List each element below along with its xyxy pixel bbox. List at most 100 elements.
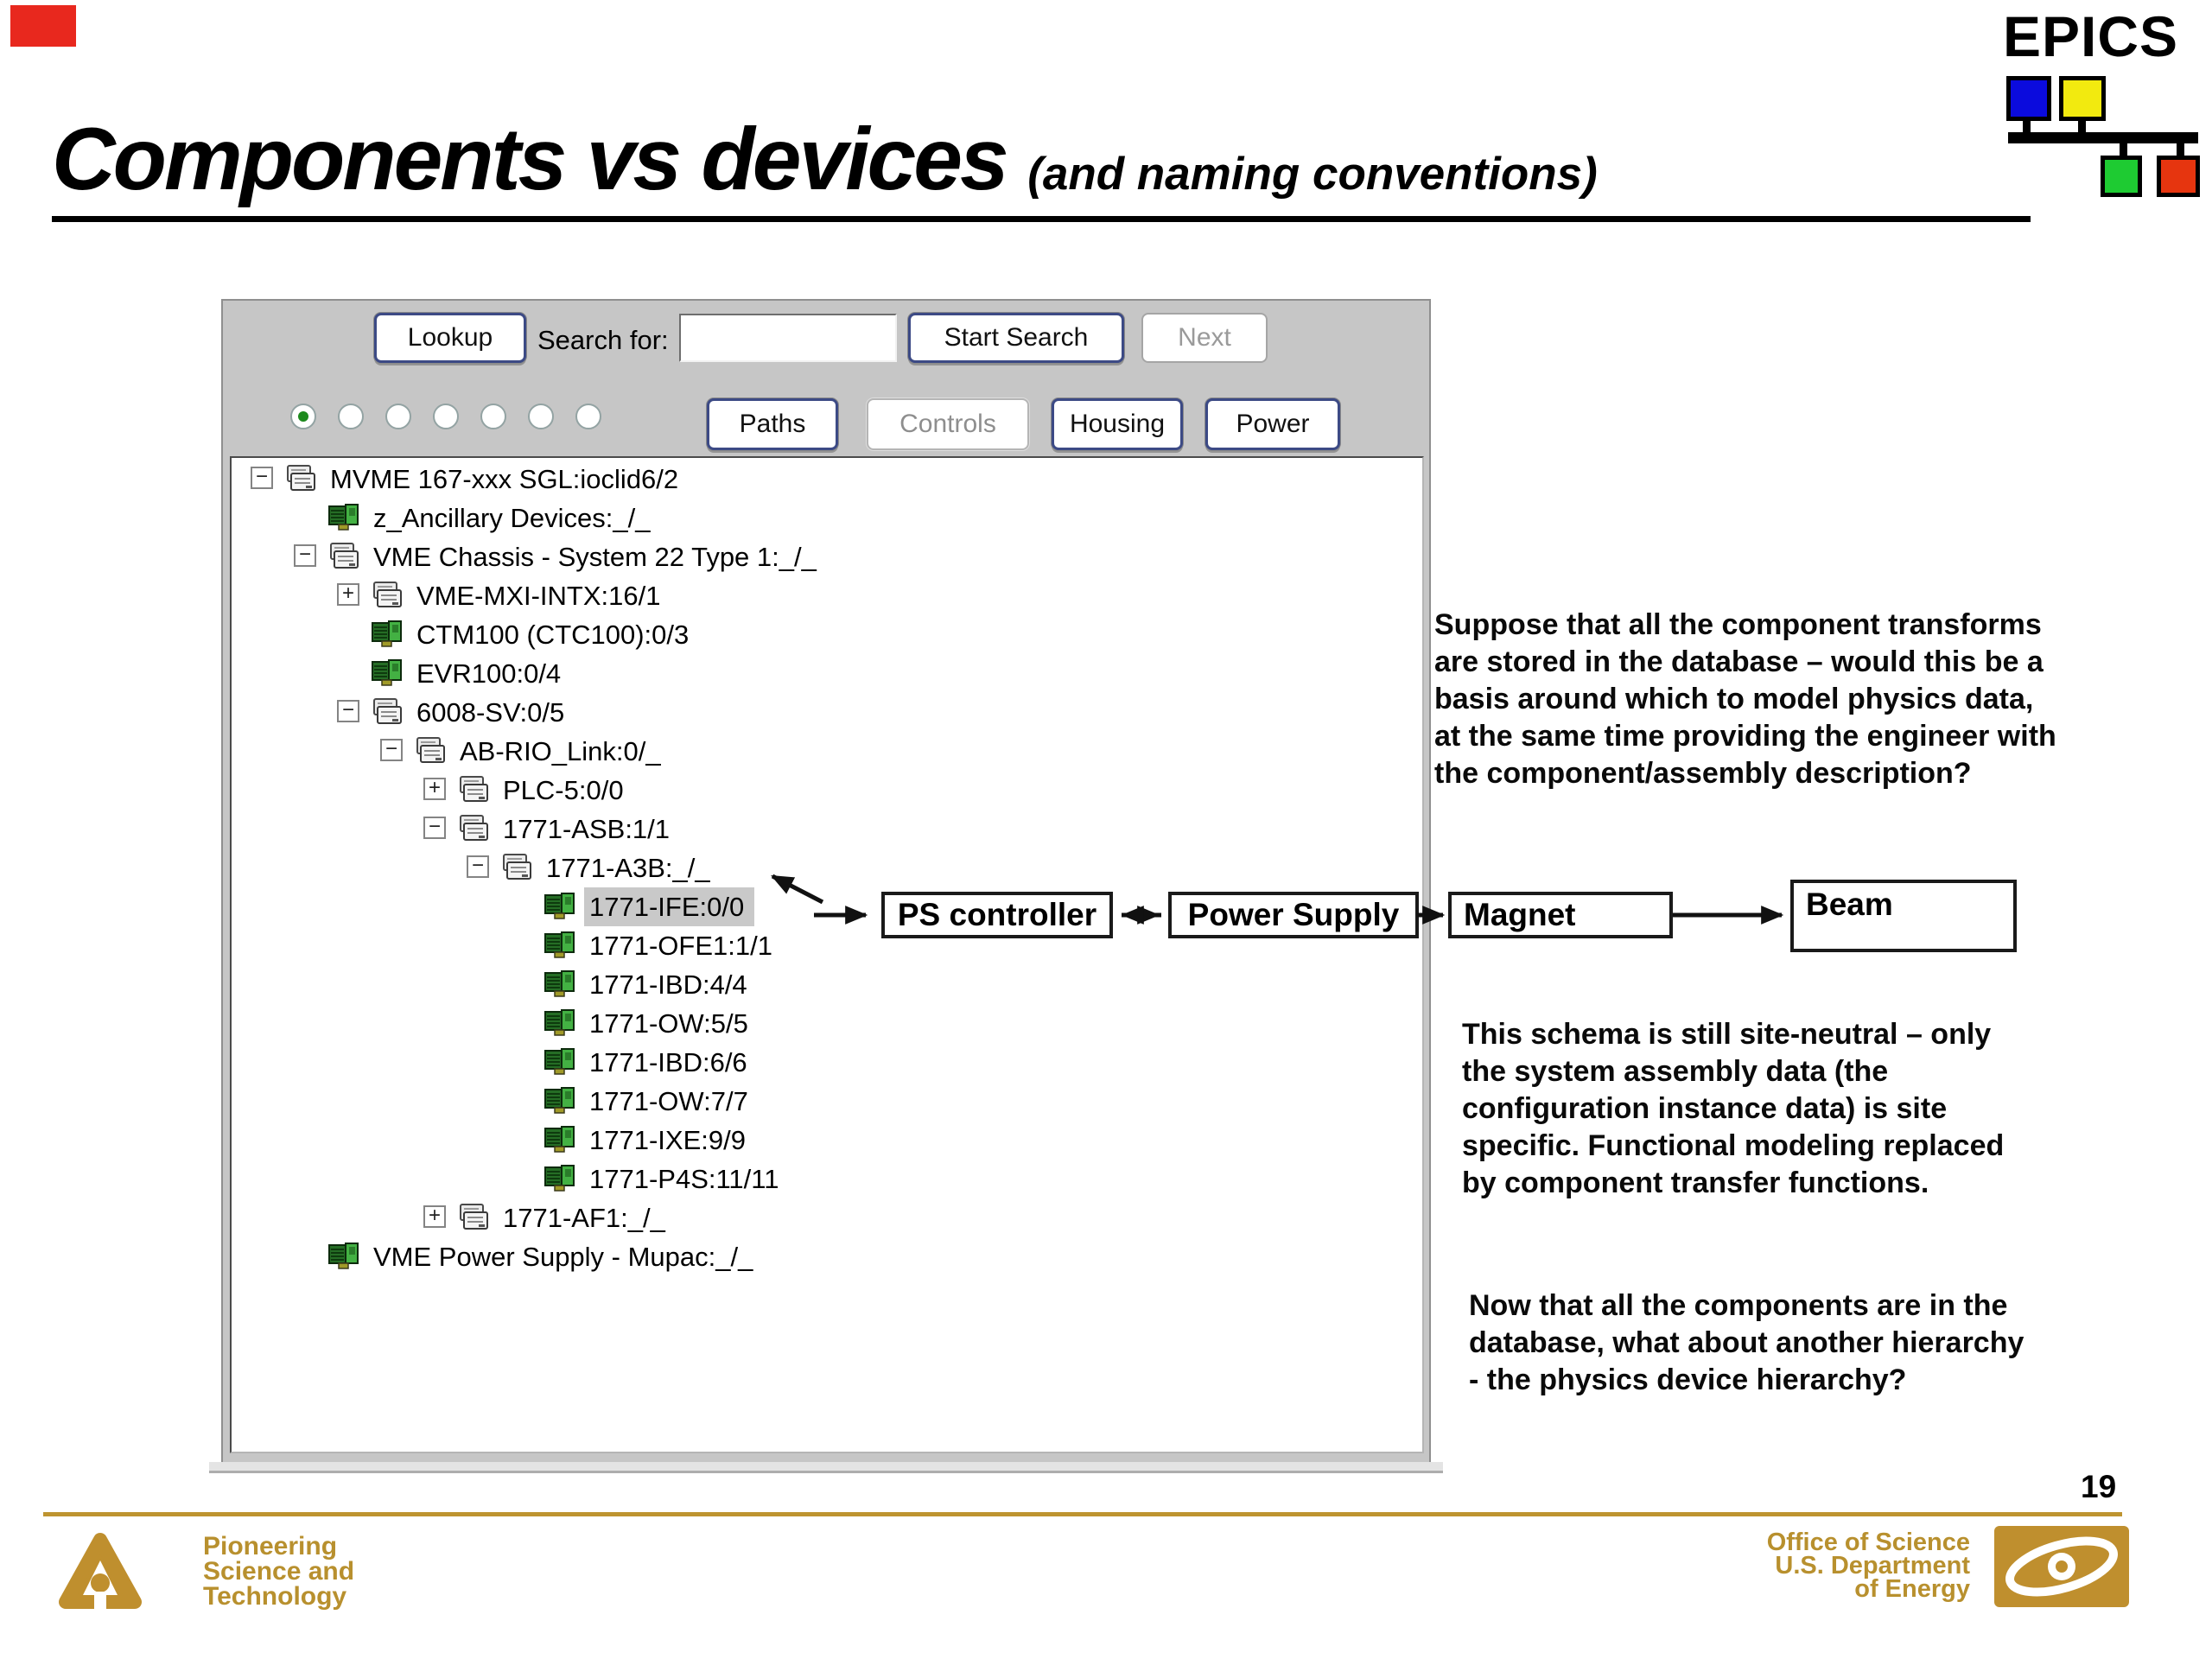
tree-item-label[interactable]: 1771-IBD:4/4 <box>589 969 747 1000</box>
paths-button[interactable]: Paths <box>707 398 838 450</box>
tree-item-label[interactable]: z_Ancillary Devices:_/_ <box>373 503 651 533</box>
filter-radio-button[interactable] <box>433 404 459 429</box>
housing-button[interactable]: Housing <box>1052 398 1183 450</box>
tree-item[interactable]: − AB-RIO_Link:0/_ <box>232 732 1422 771</box>
tree-item-label[interactable]: 1771-ASB:1/1 <box>503 814 671 844</box>
device-tree[interactable]: − MVME 167-xxx SGL:ioclid6/2 z_Ancillary D… <box>230 456 1424 1453</box>
tree-item-label[interactable]: 1771-OW:5/5 <box>589 1008 748 1039</box>
tree-item[interactable]: 1771-IBD:4/4 <box>232 965 1422 1004</box>
collapse-toggle-icon[interactable]: − <box>467 855 489 878</box>
collapse-toggle-icon[interactable]: − <box>251 467 273 489</box>
tree-item[interactable]: 1771-IFE:0/0 <box>232 887 1422 926</box>
flow-box-ps-controller: PS controller <box>881 892 1113 938</box>
filter-radio-button[interactable] <box>290 404 316 429</box>
epics-red-node-icon <box>2157 156 2200 197</box>
component-browser-window: Lookup Search for: Start Search Next Pat… <box>221 299 1431 1465</box>
tree-item-label[interactable]: 1771-OFE1:1/1 <box>589 931 772 961</box>
tree-item-label[interactable]: PLC-5:0/0 <box>503 775 624 805</box>
tree-item[interactable]: VME Power Supply - Mupac:_/_ <box>232 1237 1422 1276</box>
io-card-icon <box>544 1087 575 1115</box>
tree-item[interactable]: 1771-OFE1:1/1 <box>232 926 1422 965</box>
tree-item-label[interactable]: VME-MXI-INTX:16/1 <box>416 581 661 611</box>
next-button[interactable]: Next <box>1141 313 1268 363</box>
tree-item-label[interactable]: 1771-P4S:11/11 <box>589 1164 779 1194</box>
filter-radio-button[interactable] <box>575 404 601 429</box>
footer-right-tagline: Office of Science U.S. Department of Ene… <box>1766 1529 1970 1603</box>
tree-item[interactable]: − VME Chassis - System 22 Type 1:_/_ <box>232 537 1422 576</box>
io-card-icon <box>544 1009 575 1037</box>
filter-radio-button[interactable] <box>480 404 506 429</box>
argonne-logo <box>57 1529 143 1615</box>
io-card-icon <box>544 931 575 959</box>
epics-logo-text: EPICS <box>2003 4 2179 68</box>
collapse-toggle-icon[interactable]: − <box>380 739 403 761</box>
tree-item[interactable]: + PLC-5:0/0 <box>232 771 1422 810</box>
tree-item[interactable]: EVR100:0/4 <box>232 654 1422 693</box>
io-card-icon <box>544 893 575 920</box>
note-site-neutral: This schema is still site-neutral – only… <box>1462 1018 2005 1199</box>
tree-item[interactable]: 1771-IXE:9/9 <box>232 1121 1422 1160</box>
footer-left-tagline: Pioneering Science and Technology <box>203 1532 355 1611</box>
chassis-icon <box>285 465 316 493</box>
io-card-icon <box>544 1048 575 1076</box>
tree-item[interactable]: CTM100 (CTC100):0/3 <box>232 615 1422 654</box>
tree-item-label[interactable]: VME Chassis - System 22 Type 1:_/_ <box>373 542 817 572</box>
tree-item[interactable]: − 6008-SV:0/5 <box>232 693 1422 732</box>
epics-stem <box>2120 143 2127 156</box>
tree-item-label[interactable]: 1771-IFE:0/0 <box>584 887 755 926</box>
tree-item-label[interactable]: 1771-A3B:_/_ <box>546 853 710 883</box>
tree-item-label[interactable]: MVME 167-xxx SGL:ioclid6/2 <box>330 464 679 494</box>
tree-item-label[interactable]: AB-RIO_Link:0/_ <box>460 736 661 766</box>
power-button[interactable]: Power <box>1205 398 1340 450</box>
tree-item-label[interactable]: 6008-SV:0/5 <box>416 697 565 728</box>
search-input[interactable] <box>679 314 897 362</box>
tree-item[interactable]: − MVME 167-xxx SGL:ioclid6/2 <box>232 460 1422 499</box>
search-for-label: Search for: <box>537 325 669 355</box>
epics-stem <box>2023 118 2031 132</box>
io-card-icon <box>328 1243 359 1270</box>
tree-item[interactable]: 1771-OW:5/5 <box>232 1004 1422 1043</box>
note-physics-hierarchy: Now that all the components are in the d… <box>1469 1289 2024 1396</box>
tree-item[interactable]: z_Ancillary Devices:_/_ <box>232 499 1422 537</box>
tree-item-label[interactable]: 1771-IXE:9/9 <box>589 1125 746 1155</box>
tree-item[interactable]: +1771-AF1:_/_ <box>232 1198 1422 1237</box>
tree-item-label[interactable]: VME Power Supply - Mupac:_/_ <box>373 1242 753 1272</box>
epics-green-node-icon <box>2101 156 2142 197</box>
tree-item[interactable]: − 1771-ASB:1/1 <box>232 810 1422 849</box>
filter-radio-button[interactable] <box>528 404 554 429</box>
tree-item[interactable]: 1771-IBD:6/6 <box>232 1043 1422 1082</box>
tree-item-label[interactable]: 1771-AF1:_/_ <box>503 1203 665 1233</box>
chassis-icon <box>458 776 489 804</box>
tree-item[interactable]: − 1771-A3B:_/_ <box>232 849 1422 887</box>
flow-box-power-supply: Power Supply <box>1168 892 1419 938</box>
chassis-icon <box>328 543 359 570</box>
collapse-toggle-icon[interactable]: − <box>337 700 359 722</box>
tree-item[interactable]: 1771-OW:7/7 <box>232 1082 1422 1121</box>
title-underline <box>52 216 2031 222</box>
chassis-icon <box>501 854 532 881</box>
tree-item-label[interactable]: 1771-IBD:6/6 <box>589 1047 747 1077</box>
tree-item[interactable]: 1771-P4S:11/11 <box>232 1160 1422 1198</box>
expand-toggle-icon[interactable]: + <box>423 1205 446 1228</box>
expand-toggle-icon[interactable]: + <box>337 583 359 606</box>
flow-box-magnet: Magnet <box>1448 892 1673 938</box>
epics-yellow-node-icon <box>2059 76 2106 121</box>
red-corner-marker <box>10 5 76 47</box>
filter-radio-button[interactable] <box>338 404 364 429</box>
page-subtitle: (and naming conventions) <box>1027 149 1598 200</box>
tree-item[interactable]: + VME-MXI-INTX:16/1 <box>232 576 1422 615</box>
collapse-toggle-icon[interactable]: − <box>423 817 446 839</box>
expand-toggle-icon[interactable]: + <box>423 778 446 800</box>
lookup-button[interactable]: Lookup <box>374 313 526 363</box>
tree-item-label[interactable]: EVR100:0/4 <box>416 658 562 689</box>
controls-button[interactable]: Controls <box>867 398 1029 450</box>
collapse-toggle-icon[interactable]: − <box>294 544 316 567</box>
tree-item-label[interactable]: 1771-OW:7/7 <box>589 1086 748 1116</box>
chassis-icon <box>458 815 489 842</box>
tree-item-label[interactable]: CTM100 (CTC100):0/3 <box>416 620 690 650</box>
start-search-button[interactable]: Start Search <box>908 313 1124 363</box>
chassis-icon <box>372 582 403 609</box>
flow-box-beam: Beam <box>1790 880 2017 952</box>
filter-radio-button[interactable] <box>385 404 411 429</box>
